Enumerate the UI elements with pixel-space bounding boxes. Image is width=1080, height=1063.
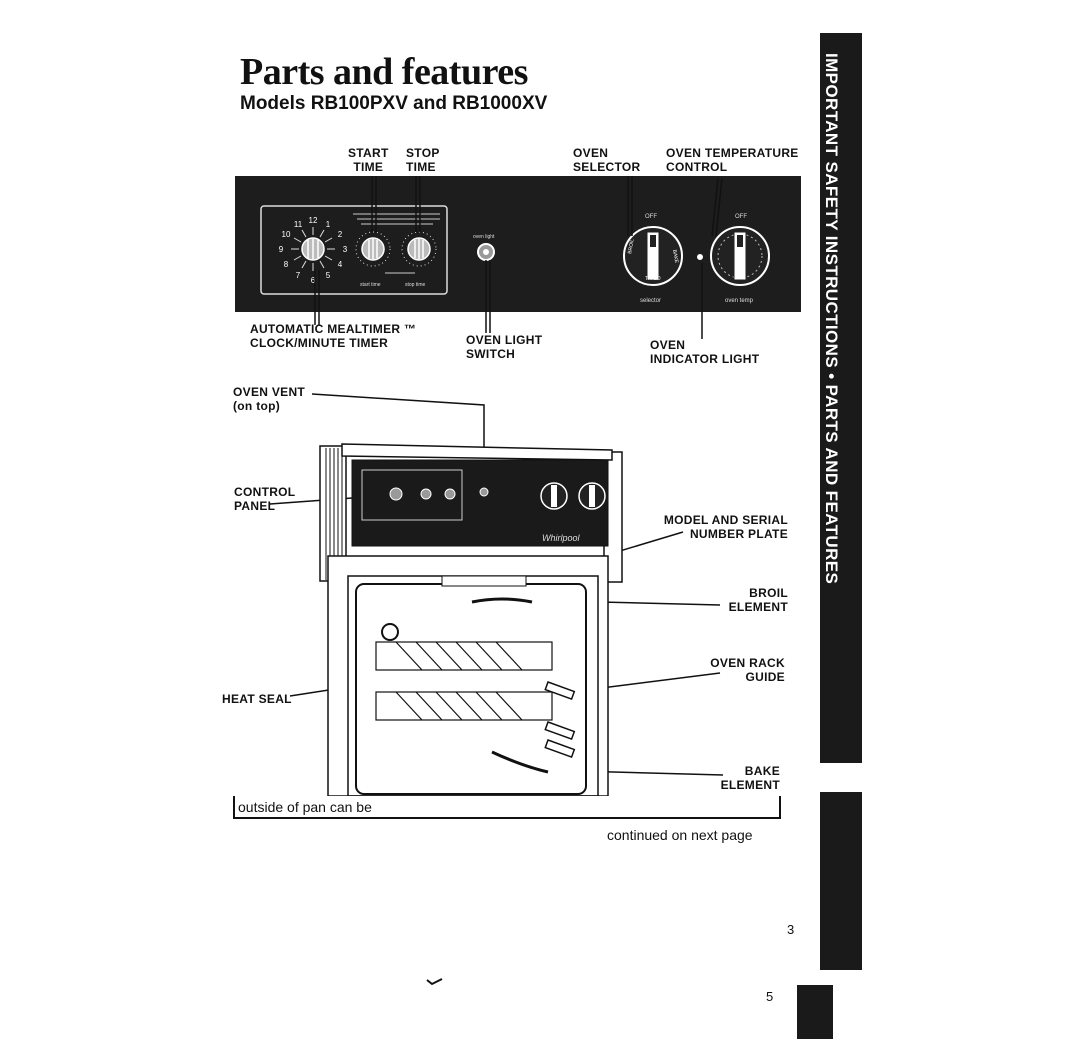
label-oven-light-switch: OVEN LIGHT SWITCH	[466, 333, 543, 361]
section-tab: IMPORTANT SAFETY INSTRUCTIONS • PARTS AN…	[820, 33, 862, 763]
temp-off-print: OFF	[735, 214, 747, 220]
continued-text: continued on next page	[607, 827, 753, 843]
clock-numeral: 3	[343, 245, 348, 254]
selector-off-print: OFF	[645, 214, 657, 220]
start-time-print: start time	[360, 282, 381, 288]
clock-numeral: 10	[282, 230, 291, 239]
label-oven-temperature-control: OVEN TEMPERATURE CONTROL	[666, 146, 799, 174]
clock-numeral: 1	[326, 220, 331, 229]
label-control-panel: CONTROL PANEL	[234, 485, 296, 513]
label-oven-vent: OVEN VENT (on top)	[233, 385, 306, 413]
page-number-5: 5	[766, 989, 774, 1004]
clock-numeral: 9	[279, 245, 284, 254]
page-subtitle: Models RB100PXV and RB1000XV	[240, 93, 548, 114]
label-heat-seal: HEAT SEAL	[222, 692, 292, 706]
label-stop-time: STOP TIME	[406, 146, 440, 174]
clock-numeral: 12	[309, 216, 318, 225]
clock-numeral: 2	[338, 230, 343, 239]
clock-numeral: 11	[294, 220, 303, 229]
label-oven-rack-guide: OVEN RACK GUIDE	[710, 656, 785, 684]
label-model-serial-plate: MODEL AND SERIAL NUMBER PLATE	[663, 513, 788, 541]
section-tab-lower	[820, 792, 862, 970]
stop-time-print: stop time	[405, 282, 426, 288]
stray-mark	[426, 978, 443, 986]
page-title: Parts and features	[240, 51, 528, 93]
clock-numeral: 4	[338, 260, 343, 269]
selector-bake-print: BAKE	[671, 249, 679, 264]
oven-temp-print: oven temp	[725, 298, 754, 304]
label-mealtimer-clock: AUTOMATIC MEALTIMER ™ CLOCK/MINUTE TIMER	[250, 322, 417, 350]
selector-print: selector	[640, 298, 661, 304]
label-oven-indicator-light: OVEN INDICATOR LIGHT	[650, 338, 760, 366]
start-time-knob	[355, 231, 391, 267]
label-oven-selector: OVEN SELECTOR	[573, 146, 641, 174]
oven-temperature-knob	[710, 226, 770, 286]
label-bake-element: BAKE ELEMENT	[720, 764, 780, 792]
oven-light-print: oven light	[473, 234, 495, 240]
clock-numeral: 5	[326, 271, 331, 280]
selector-timed-print: TIMED	[645, 276, 661, 282]
brand-mark: Whirlpool	[542, 533, 581, 543]
page-number-3: 3	[787, 922, 795, 937]
selector-broil-print: BROIL	[627, 238, 636, 254]
oven-selector-knob: BROIL BAKE TIMED	[623, 226, 683, 286]
clock-numeral: 7	[296, 271, 301, 280]
clock-numeral: 6	[311, 276, 316, 285]
clock-dial: 12 1 2 3 4 5 6 7 8 9 10 11	[279, 216, 348, 285]
cut-off-note: outside of pan can be	[238, 799, 372, 815]
oven-indicator-light	[697, 254, 703, 260]
clock-numeral: 8	[284, 260, 289, 269]
control-panel-illustration: 12 1 2 3 4 5 6 7 8 9 10 11	[235, 176, 801, 312]
label-broil-element: BROIL ELEMENT	[728, 586, 788, 614]
label-start-time: START TIME	[348, 146, 389, 174]
stop-time-knob	[401, 231, 437, 267]
oven-illustration: Whirlpool	[319, 443, 623, 796]
page-marker-block	[797, 985, 833, 1039]
